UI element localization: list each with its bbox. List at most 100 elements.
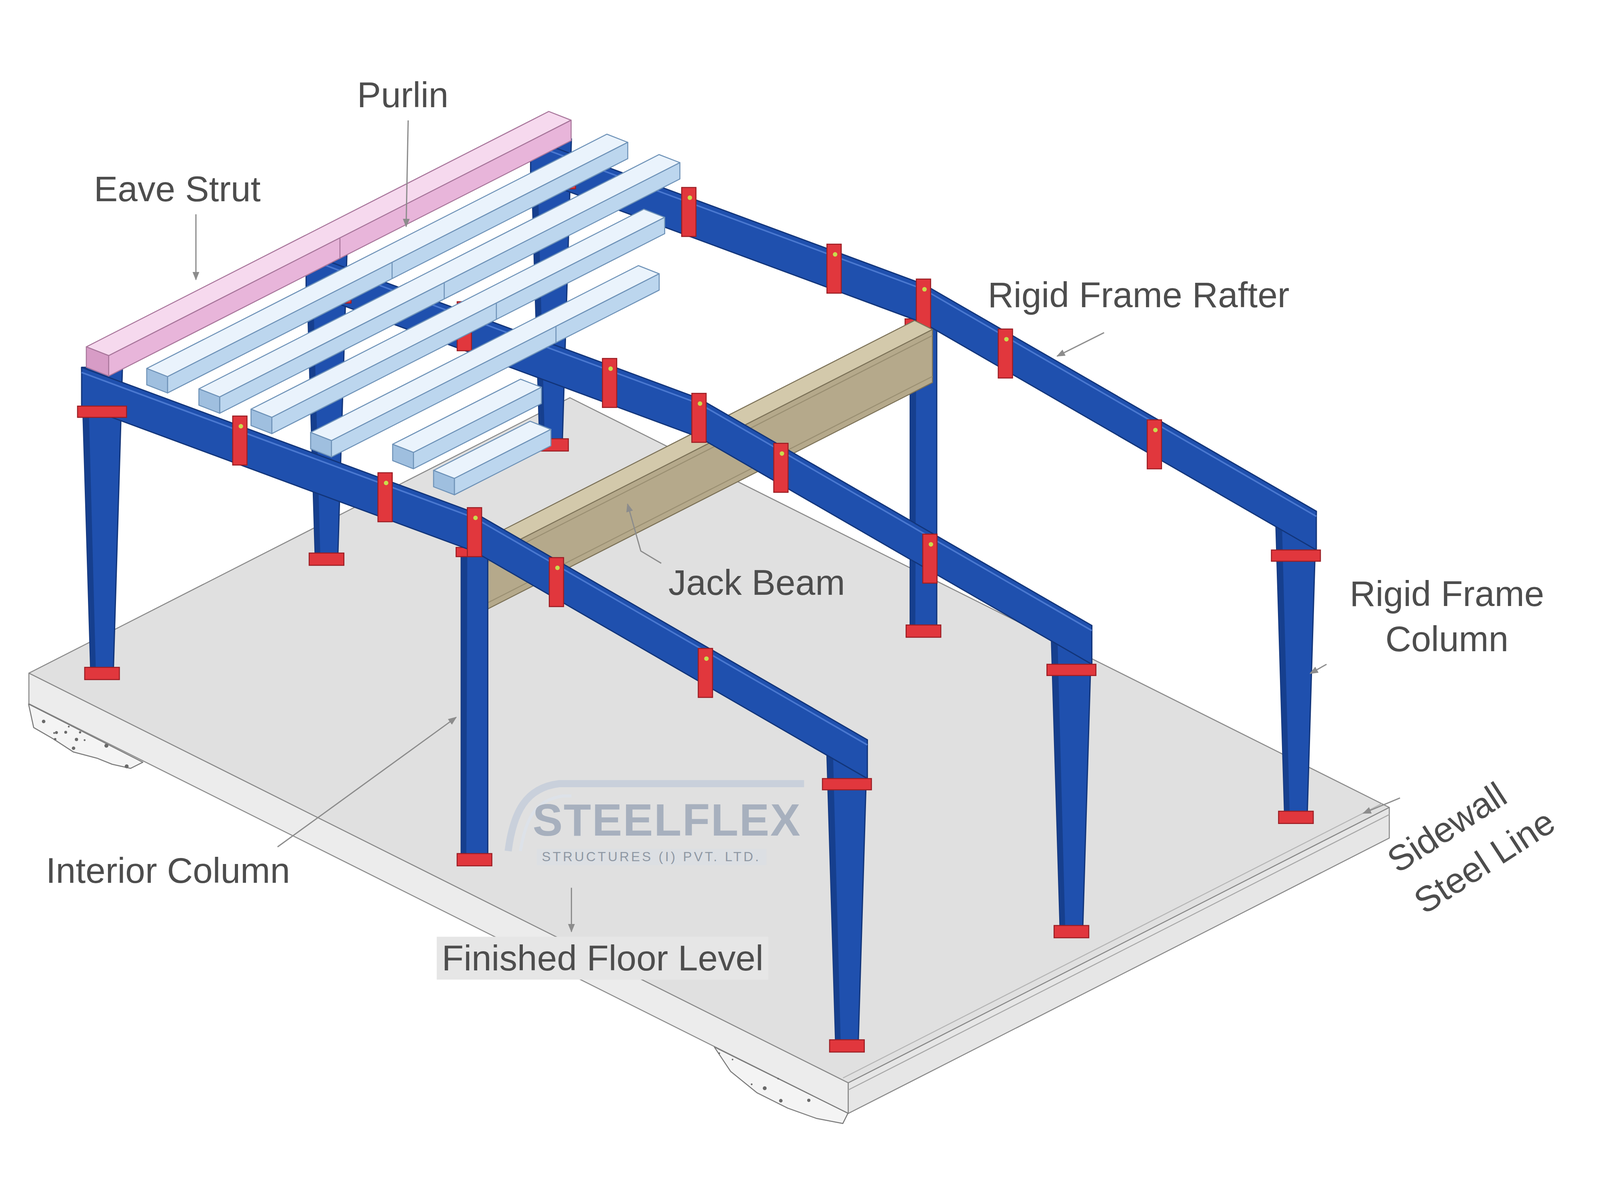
watermark-swoosh — [508, 783, 804, 851]
base-plate — [309, 553, 344, 566]
eave-strut — [86, 111, 572, 356]
concrete-dot — [731, 1058, 734, 1061]
leader-line — [1057, 332, 1104, 357]
rigid-frame — [77, 367, 872, 1052]
concrete-dot — [72, 746, 76, 750]
base-plate — [84, 667, 120, 680]
slab-edge — [848, 807, 1390, 1114]
splice-plate — [549, 557, 564, 607]
base-plate — [906, 625, 941, 638]
concrete-dot — [762, 1086, 767, 1091]
concrete-dot — [64, 730, 68, 734]
watermark-swoosh — [508, 783, 804, 851]
concrete-dot — [104, 743, 109, 748]
purlin — [454, 429, 551, 495]
frame-rafter — [306, 253, 1092, 665]
leader-line — [195, 214, 197, 280]
bolt-dot — [384, 480, 389, 486]
purlin — [433, 421, 551, 495]
bolt-dot — [608, 366, 613, 371]
knee-plate — [1271, 550, 1321, 562]
splice-plate — [698, 648, 713, 698]
part-label: Finished Floor Level — [436, 936, 769, 980]
lap-joint — [443, 282, 445, 300]
leader-line — [1363, 798, 1400, 814]
purlin — [198, 388, 220, 414]
base-plate — [457, 853, 492, 866]
purlin — [198, 154, 680, 397]
splice-plate — [378, 472, 393, 522]
bolt-dot — [238, 424, 244, 429]
concrete-dot — [53, 732, 56, 734]
splice-plate — [998, 329, 1013, 378]
part-label: Purlin — [357, 73, 449, 117]
steel-line — [848, 814, 1390, 1090]
bolt-dot — [1004, 336, 1009, 342]
knee-plate — [1046, 664, 1096, 676]
bolt-dot — [555, 565, 560, 570]
bolt-dot — [832, 252, 838, 257]
leader-line — [406, 120, 408, 227]
lap-joint — [391, 262, 393, 279]
part-label: Interior Column — [46, 848, 290, 892]
bolt-dot — [922, 287, 927, 292]
purlin — [272, 217, 665, 434]
concrete-dot — [779, 1098, 783, 1103]
base-plate — [1054, 925, 1089, 938]
slab-top — [28, 397, 1390, 1083]
bolt-dot — [473, 515, 478, 520]
concrete-rubble — [28, 704, 143, 769]
slab-edge — [28, 673, 848, 1114]
bolt-dot — [687, 195, 692, 200]
concrete-dot — [42, 719, 46, 724]
splice-plate — [467, 507, 482, 557]
leader-line — [627, 504, 662, 564]
concrete-dot — [750, 1083, 753, 1086]
concrete-dot — [74, 738, 78, 742]
concrete-dot — [718, 1052, 720, 1054]
concrete-dot — [83, 739, 86, 742]
concrete-dot — [55, 731, 58, 734]
part-label: Rigid Frame Rafter — [987, 273, 1290, 317]
splice-plate — [681, 187, 696, 237]
bolt-dot — [704, 656, 709, 661]
splice-plate — [922, 534, 938, 583]
bolt-dot — [928, 542, 934, 547]
leader-line — [1310, 664, 1327, 674]
bolt-dot — [779, 451, 784, 456]
splice-plate — [602, 358, 617, 408]
lap-joint — [339, 238, 341, 259]
concrete-dot — [54, 738, 57, 741]
purlin — [251, 409, 272, 434]
purlin — [331, 273, 660, 457]
splice-plate — [232, 416, 248, 465]
concrete-dot — [78, 731, 82, 734]
purlin — [433, 470, 455, 495]
watermark-text: STEELFLEX — [532, 794, 802, 848]
steel-line — [843, 803, 1382, 1078]
purlin — [251, 209, 665, 434]
splice-plate — [773, 443, 788, 492]
base-plate — [1278, 811, 1314, 824]
eave-strut — [86, 346, 109, 376]
concrete-dot — [777, 1078, 779, 1080]
splice-plate — [1147, 420, 1162, 469]
concrete-dot — [807, 1098, 811, 1102]
base-plate — [829, 1039, 865, 1052]
bolt-dot — [697, 401, 702, 406]
frame-rafter — [81, 367, 868, 779]
watermark-text: STRUCTURES (I) PVT. LTD. — [536, 848, 766, 865]
lap-joint — [555, 326, 557, 343]
leader-line — [277, 717, 456, 847]
knee-plate — [77, 406, 127, 418]
concrete-dot — [68, 725, 70, 728]
part-label: Jack Beam — [663, 561, 850, 604]
knee-plate — [822, 778, 872, 790]
part-label: Rigid Frame Column — [1324, 571, 1570, 662]
concrete-rubble — [714, 1046, 848, 1124]
leader-line — [570, 887, 572, 932]
splice-plate — [826, 244, 842, 293]
concrete-dot — [124, 764, 129, 769]
